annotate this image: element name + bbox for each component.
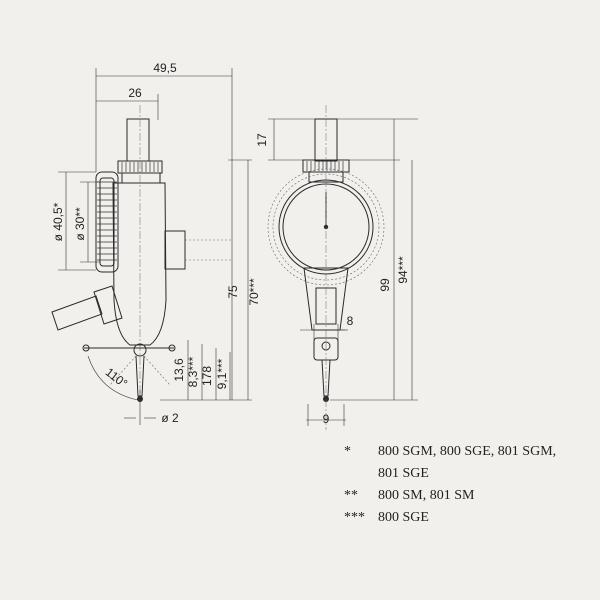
- dim-height-70: 70***: [247, 278, 261, 306]
- dim-width-9: 9: [323, 412, 330, 426]
- dim-height-94: 94***: [396, 256, 410, 284]
- legend-text: 800 SGE: [378, 510, 429, 525]
- angle-arc: [87, 355, 139, 401]
- model-legend: * 800 SGM, 800 SGE, 801 SGM, 801 SGE ** …: [344, 441, 578, 529]
- dim-ball-dia: ø 2: [161, 411, 179, 425]
- side-angled-shank: [51, 285, 123, 331]
- legend-row: ** 800 SM, 801 SM: [344, 485, 578, 507]
- dim-width-8: 8: [347, 314, 354, 328]
- dim-dial-inner: ø 30**: [73, 207, 87, 241]
- legend-mark: ***: [344, 510, 365, 525]
- dim-tip-9-1: 9,1***: [215, 358, 229, 389]
- dim-stem-17: 17: [255, 133, 269, 147]
- dim-height-99: 99: [378, 278, 392, 292]
- dim-angle: 110°: [103, 365, 131, 391]
- side-dimensions: [58, 68, 252, 425]
- dim-tip-8-3: 8,3***: [186, 356, 200, 387]
- side-view: [51, 105, 232, 402]
- legend-mark: *: [344, 444, 351, 459]
- legend-text: 800 SM, 801 SM: [378, 488, 475, 503]
- side-clamp-lug: [164, 230, 186, 270]
- side-neck: [121, 172, 161, 184]
- side-bezel-knurl: [97, 181, 117, 261]
- dim-dial-outer: ø 40,5*: [51, 202, 65, 241]
- front-view: [267, 105, 385, 430]
- dim-body-width: 26: [128, 86, 142, 100]
- side-top-stem: [126, 118, 150, 162]
- legend-row: * 800 SGM, 800 SGE, 801 SGM, 801 SGE: [344, 441, 578, 485]
- legend-row: *** 800 SGE: [344, 507, 578, 529]
- side-dial-bezel: [95, 171, 119, 273]
- legend-text: 800 SGM, 800 SGE, 801 SGM, 801 SGE: [378, 444, 557, 481]
- front-dimensions: [268, 118, 418, 426]
- front-cap-knurl: [306, 161, 344, 171]
- dim-tip-17-8: 178: [200, 366, 214, 386]
- side-dial-ring: [99, 177, 115, 267]
- dim-overall-width: 49,5: [153, 61, 177, 75]
- side-main-body: [112, 182, 167, 346]
- dim-tip-13-6: 13,6: [172, 358, 186, 382]
- dim-height-75: 75: [226, 285, 240, 299]
- side-cap-knurl: [121, 162, 159, 172]
- side-probe-arm: [82, 343, 176, 402]
- legend-mark: **: [344, 488, 358, 503]
